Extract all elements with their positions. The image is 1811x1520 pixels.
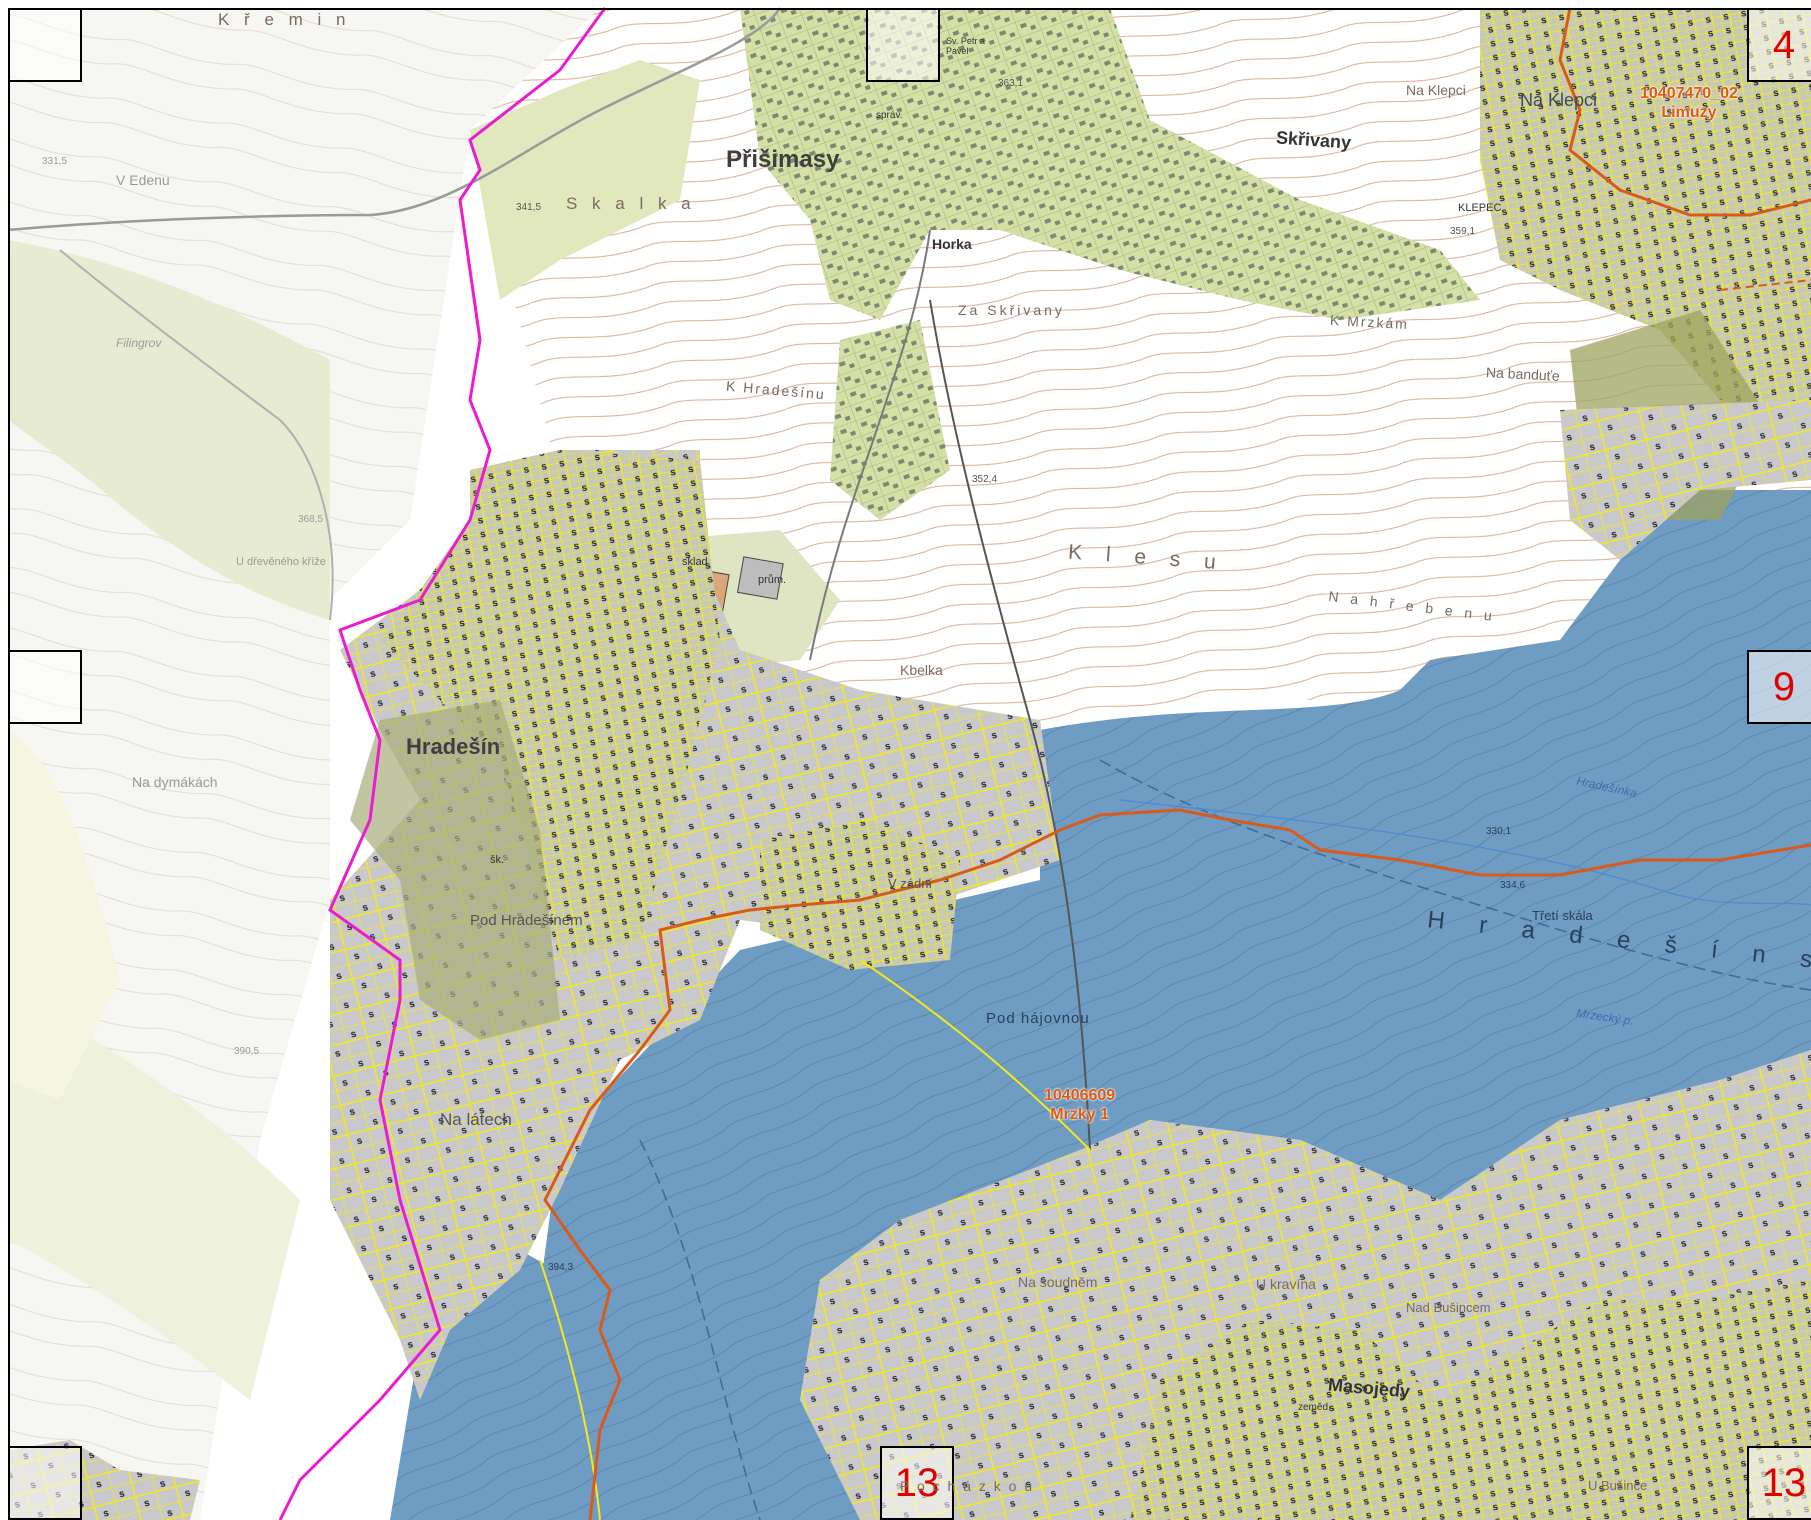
place-na-soudnem: Na soudněm [1018,1274,1098,1290]
place-na-latech: Na látech [440,1110,512,1129]
municipal-boundary [278,7,607,1520]
place-sprav: správ. [876,110,903,121]
area-name-limuzy: Limuzy [1661,104,1717,121]
greenish-parcels [350,700,560,1040]
sheet-box-top-left [8,8,82,82]
spot-height-7: 363,1 [998,78,1024,89]
place-u-dreveneho-krize: U dřevěného kříže [236,556,326,568]
area-name-mrzky: Mrzky 1 [1050,1106,1109,1123]
area-code-mrzky: 10406609 [1044,1087,1116,1104]
spot-height-1: 331,5 [42,156,68,167]
sheet-box-top-center [866,8,940,82]
place-pod-hajovnou: Pod hájovnou [986,1010,1090,1027]
industrial-building-2 [736,556,784,600]
sheet-13-left[interactable]: 13 [880,1446,954,1520]
sheet-box-mid-left [8,650,82,724]
spot-height-8: 330,1 [1486,826,1512,837]
spot-height-6: 359,1 [1450,226,1476,237]
forest-area-right [1040,490,1811,1200]
faded-green-fields [8,240,330,620]
place-sk: šk. [490,854,505,866]
top-right-village [1480,8,1811,420]
place-na-klepci-big: Na Klepci [1520,90,1598,110]
place-horka: Horka [932,236,972,252]
sheet-box-bottom-left [8,1446,82,1520]
spot-height-5: 352,4 [972,474,998,485]
place-u-busince: U Bušince [1588,1478,1648,1493]
place-skalka: S k a l k a [566,194,696,213]
spot-height-2: 341,5 [516,202,542,213]
place-zemed: zeměd. [1298,1402,1331,1413]
spot-height-9: 334,6 [1500,880,1526,891]
boundary-top-right-orange [1558,7,1811,217]
faded-green-strip [8,990,300,1400]
place-prisimasy: Přišimasy [726,146,840,173]
road-rail [929,299,1091,1151]
spot-height-4: 390,5 [234,1046,260,1057]
area-code-limuzy: 10407470_02 [1640,85,1738,102]
sheet-13-right-label: 13 [1761,1461,1807,1505]
road-main [7,7,782,232]
stream [1119,799,1811,906]
area-label-mrzky[interactable]: 10406609 Mrzky 1 [1044,1086,1115,1124]
place-kbelka: Kbelka [900,662,943,678]
dense-parcels-center [760,820,960,970]
forest-area-center [540,880,1080,1520]
place-na-klepci-small: Na Klepci [1406,82,1466,98]
forest-boundary-orange [543,808,1811,1520]
place-kremin: K ř e m i n [218,10,351,29]
spot-height-3: 368,5 [298,514,324,525]
road-forest-diag [859,959,1091,1151]
village-south [830,320,950,520]
place-pachazku: P o c h á z k o u [900,1478,1035,1494]
sheet-9-label: 9 [1772,665,1796,709]
place-pod-hradesinem: Pod Hradešínem [470,912,583,929]
road-north-south [809,229,931,661]
place-sv-petr: Sv. Petr a Pavel [946,36,985,56]
sheet-13-left-label: 13 [894,1461,940,1505]
place-v-zadni: V zádní [888,876,933,891]
place-filingrov: Filingrov [116,336,162,350]
place-v-edenu: V Edenu [116,172,170,188]
sheet-4[interactable]: 4 [1747,8,1811,82]
sheet-4-label: 4 [1772,23,1796,67]
place-treti-skala: Třetí skála [1532,908,1593,923]
sheet-9[interactable]: 9 [1747,650,1811,724]
dense-parcels-hradesin [380,450,720,960]
faded-yellow-area [8,730,120,1100]
boundary-top-right-orange-2 [1719,279,1811,291]
place-na-dymakach: Na dymákách [132,774,218,790]
dense-parcels-masojedy [1130,1280,1811,1520]
road-west [59,249,334,621]
place-u-kravina: U kravína [1256,1276,1316,1292]
village-strip [470,60,700,300]
forest-path-2 [639,1139,761,1520]
place-hradesin: Hradešín [406,734,501,759]
area-label-limuzy[interactable]: 10407470_02 Limuzy [1640,84,1738,122]
place-sklad: sklad [682,556,708,568]
place-klepec: KLEPEC [1458,202,1502,214]
spot-height-10: 394,3 [548,1262,574,1273]
right-mid-parcels [1560,400,1811,560]
place-nad-busincem: Nad Bušincem [1406,1300,1491,1315]
place-prum: prům. [758,574,787,586]
place-za-skrivany: Za Skřivany [958,302,1065,318]
village-prisimasy [740,8,1480,320]
sheet-13-right[interactable]: 13 [1747,1446,1811,1520]
